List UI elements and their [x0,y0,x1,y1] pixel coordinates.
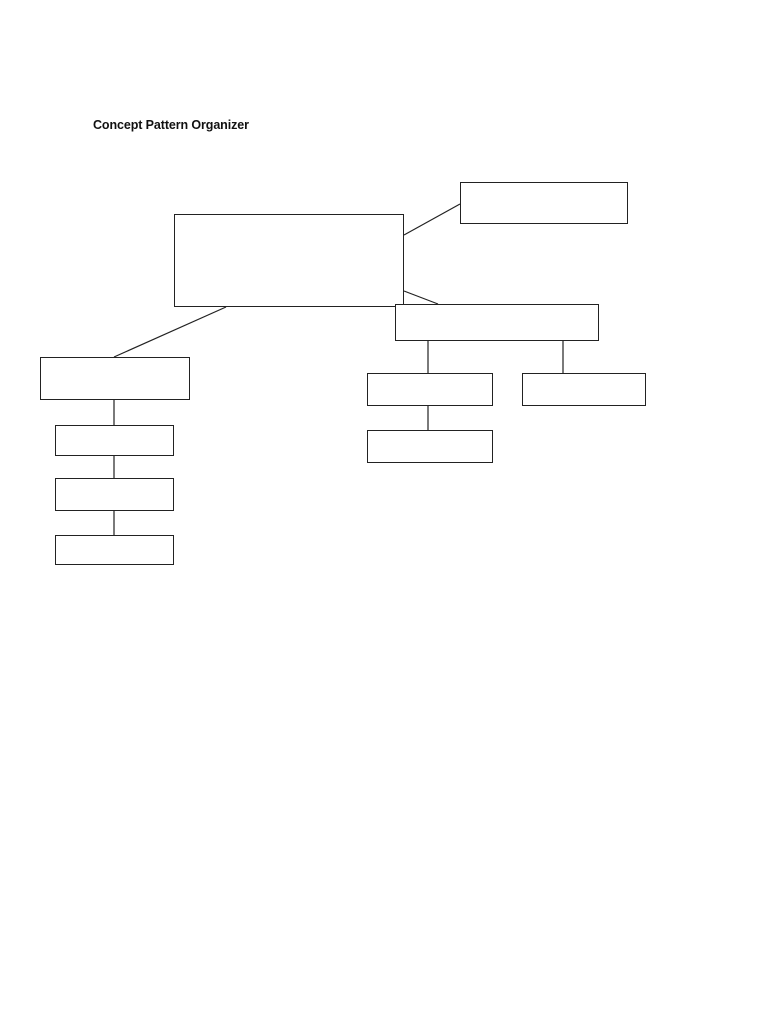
node-left-child-2 [55,478,174,511]
node-left-child-3 [55,535,174,565]
connector-main-concept-to-top-right-box [403,203,461,236]
node-right-grandchild [367,430,493,463]
node-right-child-1 [367,373,493,406]
node-left-child-1 [55,425,174,456]
connector-main-concept-to-right-branch [403,290,439,305]
connector-main-concept-to-left-branch [113,306,227,358]
node-top-right-box [460,182,628,224]
node-main-concept [174,214,404,307]
node-right-child-2 [522,373,646,406]
node-left-branch [40,357,190,400]
node-right-branch [395,304,599,341]
page-title: Concept Pattern Organizer [93,118,249,132]
